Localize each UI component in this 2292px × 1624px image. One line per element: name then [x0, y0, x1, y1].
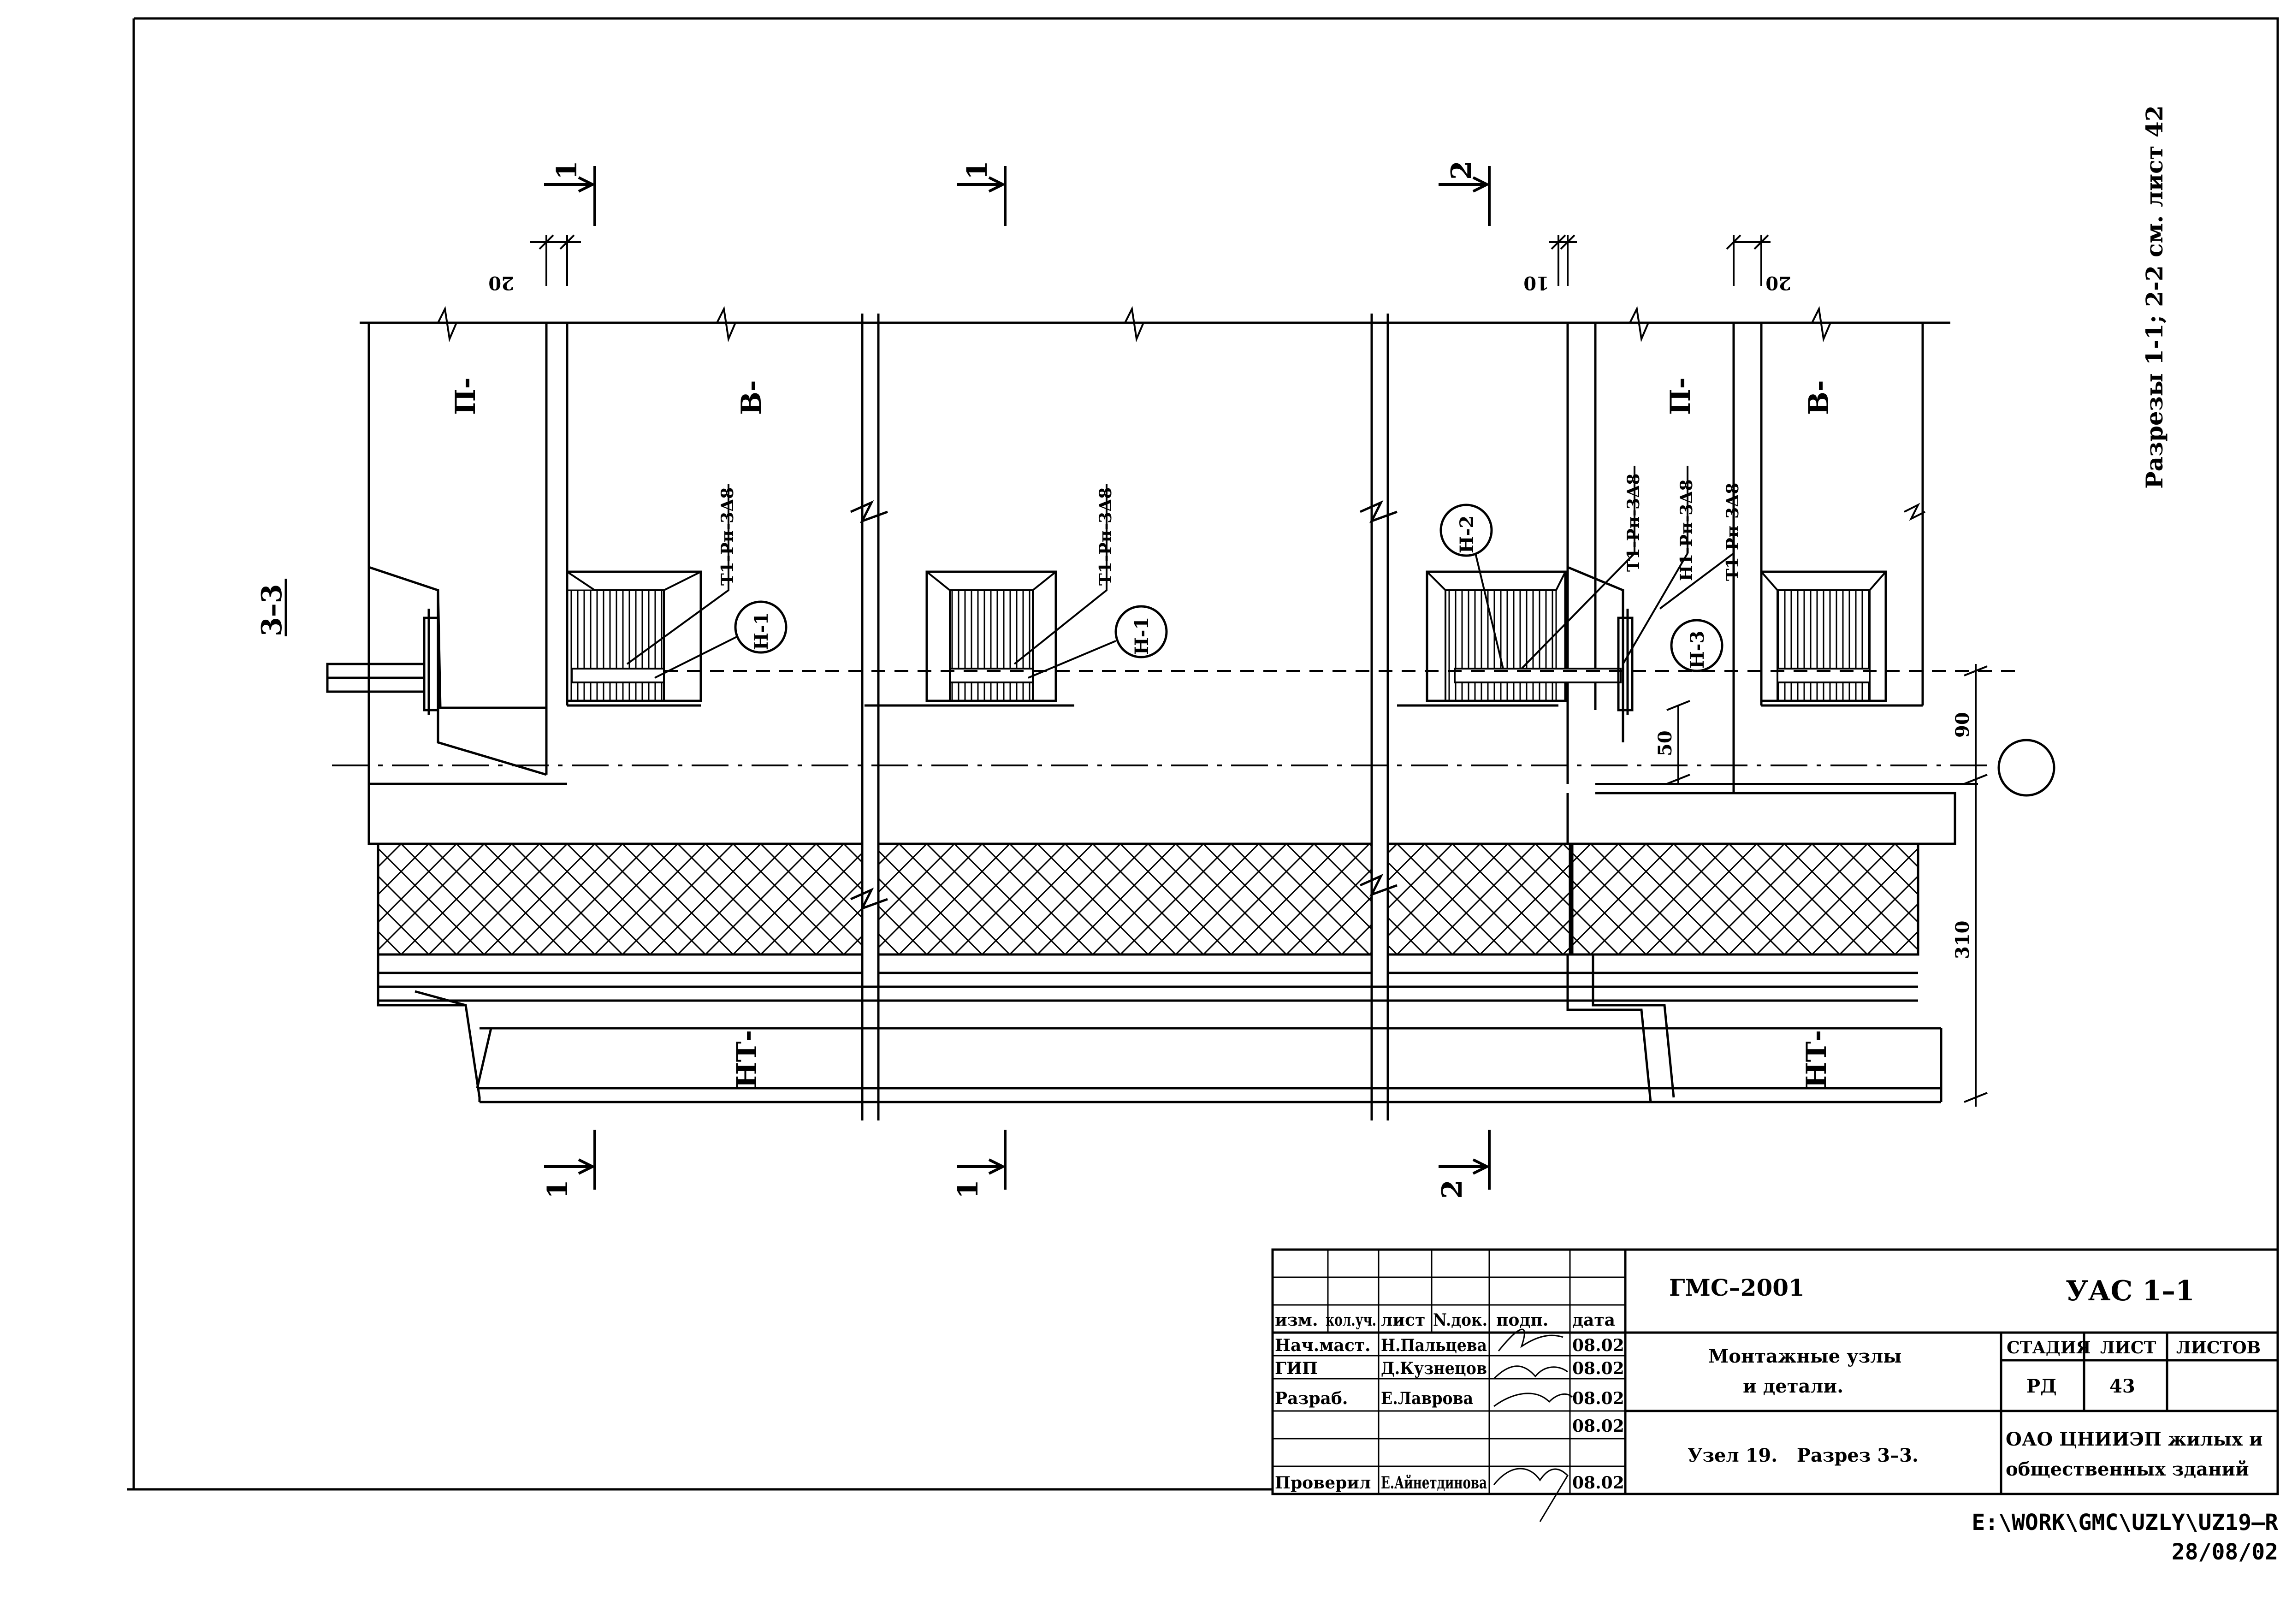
- floor-slab: [367, 782, 1956, 845]
- tb-subtitle: Узел 19. Разрез 3–3.: [1688, 1445, 1919, 1466]
- cut-label-2-top: 2: [1445, 160, 1478, 180]
- embedded-plates: [326, 609, 1634, 715]
- node-callouts: [734, 504, 1723, 672]
- panel-label-nt-right: НТ-: [1800, 1030, 1833, 1088]
- cut-label-1-top-a: 1: [551, 160, 583, 180]
- cut-label-1-bottom-b: 1: [952, 1179, 984, 1199]
- lower-panel: [377, 954, 1943, 1103]
- tb-date-4: 08.02: [1572, 1473, 1624, 1493]
- node-label-n2: Н-2: [1456, 516, 1478, 553]
- break-marks: [437, 306, 1925, 521]
- node-label-n3: Н-3: [1687, 631, 1708, 669]
- tb-header-data: дата: [1572, 1310, 1615, 1330]
- leader-lines: [626, 466, 1735, 679]
- tb-name-1: Д.Кузнецов: [1381, 1359, 1487, 1378]
- axis-bubble: [1997, 739, 2055, 797]
- tb-date-1: 08.02: [1572, 1359, 1624, 1378]
- tb-role-4: Проверил: [1275, 1473, 1371, 1493]
- dim-310: 310: [1952, 921, 1973, 960]
- tb-stage: РД: [2026, 1375, 2057, 1397]
- weld-label-t1-a: Т1-Рп-3Δ8: [718, 487, 737, 586]
- lintel-block-2: [925, 570, 1057, 702]
- tb-sheet: 43: [2109, 1375, 2135, 1397]
- tb-header-kolych: кол.уч.: [1326, 1310, 1376, 1330]
- tb-sheet-header: ЛИСТ: [2100, 1338, 2156, 1357]
- tb-name-4: Е.Айнетдинова: [1381, 1473, 1487, 1493]
- tb-role-1: ГИП: [1275, 1359, 1318, 1378]
- tb-sheets-header: ЛИСТОВ: [2176, 1338, 2261, 1357]
- cut-markers: [544, 166, 1491, 1190]
- tb-header-izm: изм.: [1275, 1310, 1318, 1330]
- top-wall-outline: [360, 321, 1950, 784]
- tb-header-ndok: N.док.: [1433, 1310, 1487, 1330]
- panel-label-p-right: П-: [1664, 377, 1697, 415]
- svg-text:3–3: 3–3: [256, 584, 288, 637]
- panel-label-nt-left: НТ-: [731, 1030, 763, 1088]
- dim-50: 50: [1654, 730, 1676, 756]
- tb-doc-code: УАС 1–1: [2066, 1275, 2195, 1307]
- dim-20-left: 20: [488, 272, 514, 294]
- drawing-frame: [127, 17, 2279, 1491]
- dim-10: 10: [1523, 272, 1549, 294]
- panel-label-v-left: В-: [735, 380, 768, 415]
- tb-header-podp: подп.: [1496, 1310, 1548, 1330]
- tb-title-line1: Монтажные узлы: [1708, 1345, 1902, 1367]
- tb-role-2: Разраб.: [1275, 1389, 1348, 1408]
- tb-project-code: ГМС–2001: [1669, 1274, 1805, 1301]
- file-path-block: E:\WORK\GMC\UZLY\UZ19–R 28/08/02: [1972, 1508, 2278, 1567]
- lintel-block-4: [1760, 570, 1887, 702]
- tb-stage-header: СТАДИЯ: [2007, 1338, 2091, 1357]
- top-dim-ticks: [530, 234, 1771, 286]
- side-note: Разрезы 1-1; 2-2 см. лист 42: [2141, 106, 2168, 489]
- tb-date-2: 08.02: [1572, 1389, 1624, 1408]
- file-path: E:\WORK\GMC\UZLY\UZ19–R: [1972, 1510, 2278, 1535]
- dim-90: 90: [1952, 712, 1973, 738]
- lintel-block-1: [566, 570, 702, 702]
- title-block: [1271, 1248, 2279, 1495]
- tb-role-0: Нач.маст.: [1275, 1336, 1371, 1355]
- cut-label-2-bottom: 2: [1436, 1179, 1469, 1199]
- tb-title-line2: и детали.: [1743, 1375, 1843, 1397]
- insulation-layer: [377, 842, 1919, 956]
- node-label-n1-a: Н-1: [751, 612, 772, 650]
- tb-date-3: 08.02: [1572, 1417, 1624, 1436]
- weld-label-t1-d: Т1-Рп-3Δ8: [1723, 483, 1742, 581]
- cut-label-1-top-b: 1: [961, 160, 994, 180]
- node-label-n1-b: Н-1: [1131, 617, 1153, 655]
- file-date: 28/08/02: [2171, 1539, 2278, 1565]
- tb-name-0: Н.Пальцева: [1381, 1336, 1487, 1355]
- panel-label-v-right: В-: [1803, 380, 1835, 415]
- tb-header-list: лист: [1381, 1310, 1425, 1330]
- section-title: 3–3: [256, 579, 288, 636]
- dim-20-right: 20: [1765, 272, 1791, 294]
- tb-org-line2: общественных зданий: [2006, 1458, 2249, 1480]
- signatures: [1493, 1328, 1573, 1522]
- weld-label-t1-c: Т1-Рп-3Δ8: [1624, 474, 1643, 572]
- panel-label-p-left: П-: [450, 377, 482, 415]
- tb-name-2: Е.Лаврова: [1381, 1389, 1473, 1408]
- tb-org-line1: ОАО ЦНИИЭП жилых и: [2006, 1428, 2263, 1450]
- dimension-lines: [1595, 664, 1988, 1107]
- weld-label-t1-b: Т1-Рп-3Δ8: [1096, 487, 1115, 586]
- cut-label-1-bottom-a: 1: [542, 1179, 574, 1199]
- tb-date-0: 08.02: [1572, 1336, 1624, 1355]
- weld-label-h1: Н1-Рп-3Δ8: [1677, 480, 1696, 581]
- lintel-block-3: [1426, 570, 1622, 702]
